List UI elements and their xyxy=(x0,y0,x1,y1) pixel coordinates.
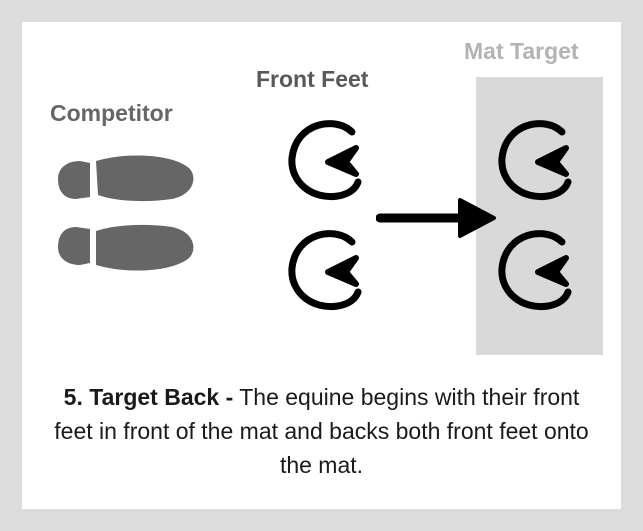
diagram-card: Competitor Front Feet Mat Target xyxy=(22,22,621,509)
description-title: 5. Target Back - xyxy=(63,384,234,410)
hoof-front-bottom-icon xyxy=(288,230,362,311)
hoof-mat-bottom-icon xyxy=(498,230,572,311)
description-text: The equine begins with their front feet … xyxy=(54,384,589,478)
hoof-mat-top-icon xyxy=(498,120,572,201)
competitor-label: Competitor xyxy=(50,100,173,126)
mat-target-label: Mat Target xyxy=(464,38,579,64)
hoof-front-top-icon xyxy=(288,120,362,201)
description: 5. Target Back - The equine begins with … xyxy=(52,380,591,482)
footprint-bottom-icon xyxy=(58,224,194,271)
front-feet-label: Front Feet xyxy=(256,66,369,92)
arrow-right-icon xyxy=(376,198,496,238)
footprint-top-icon xyxy=(58,155,194,202)
